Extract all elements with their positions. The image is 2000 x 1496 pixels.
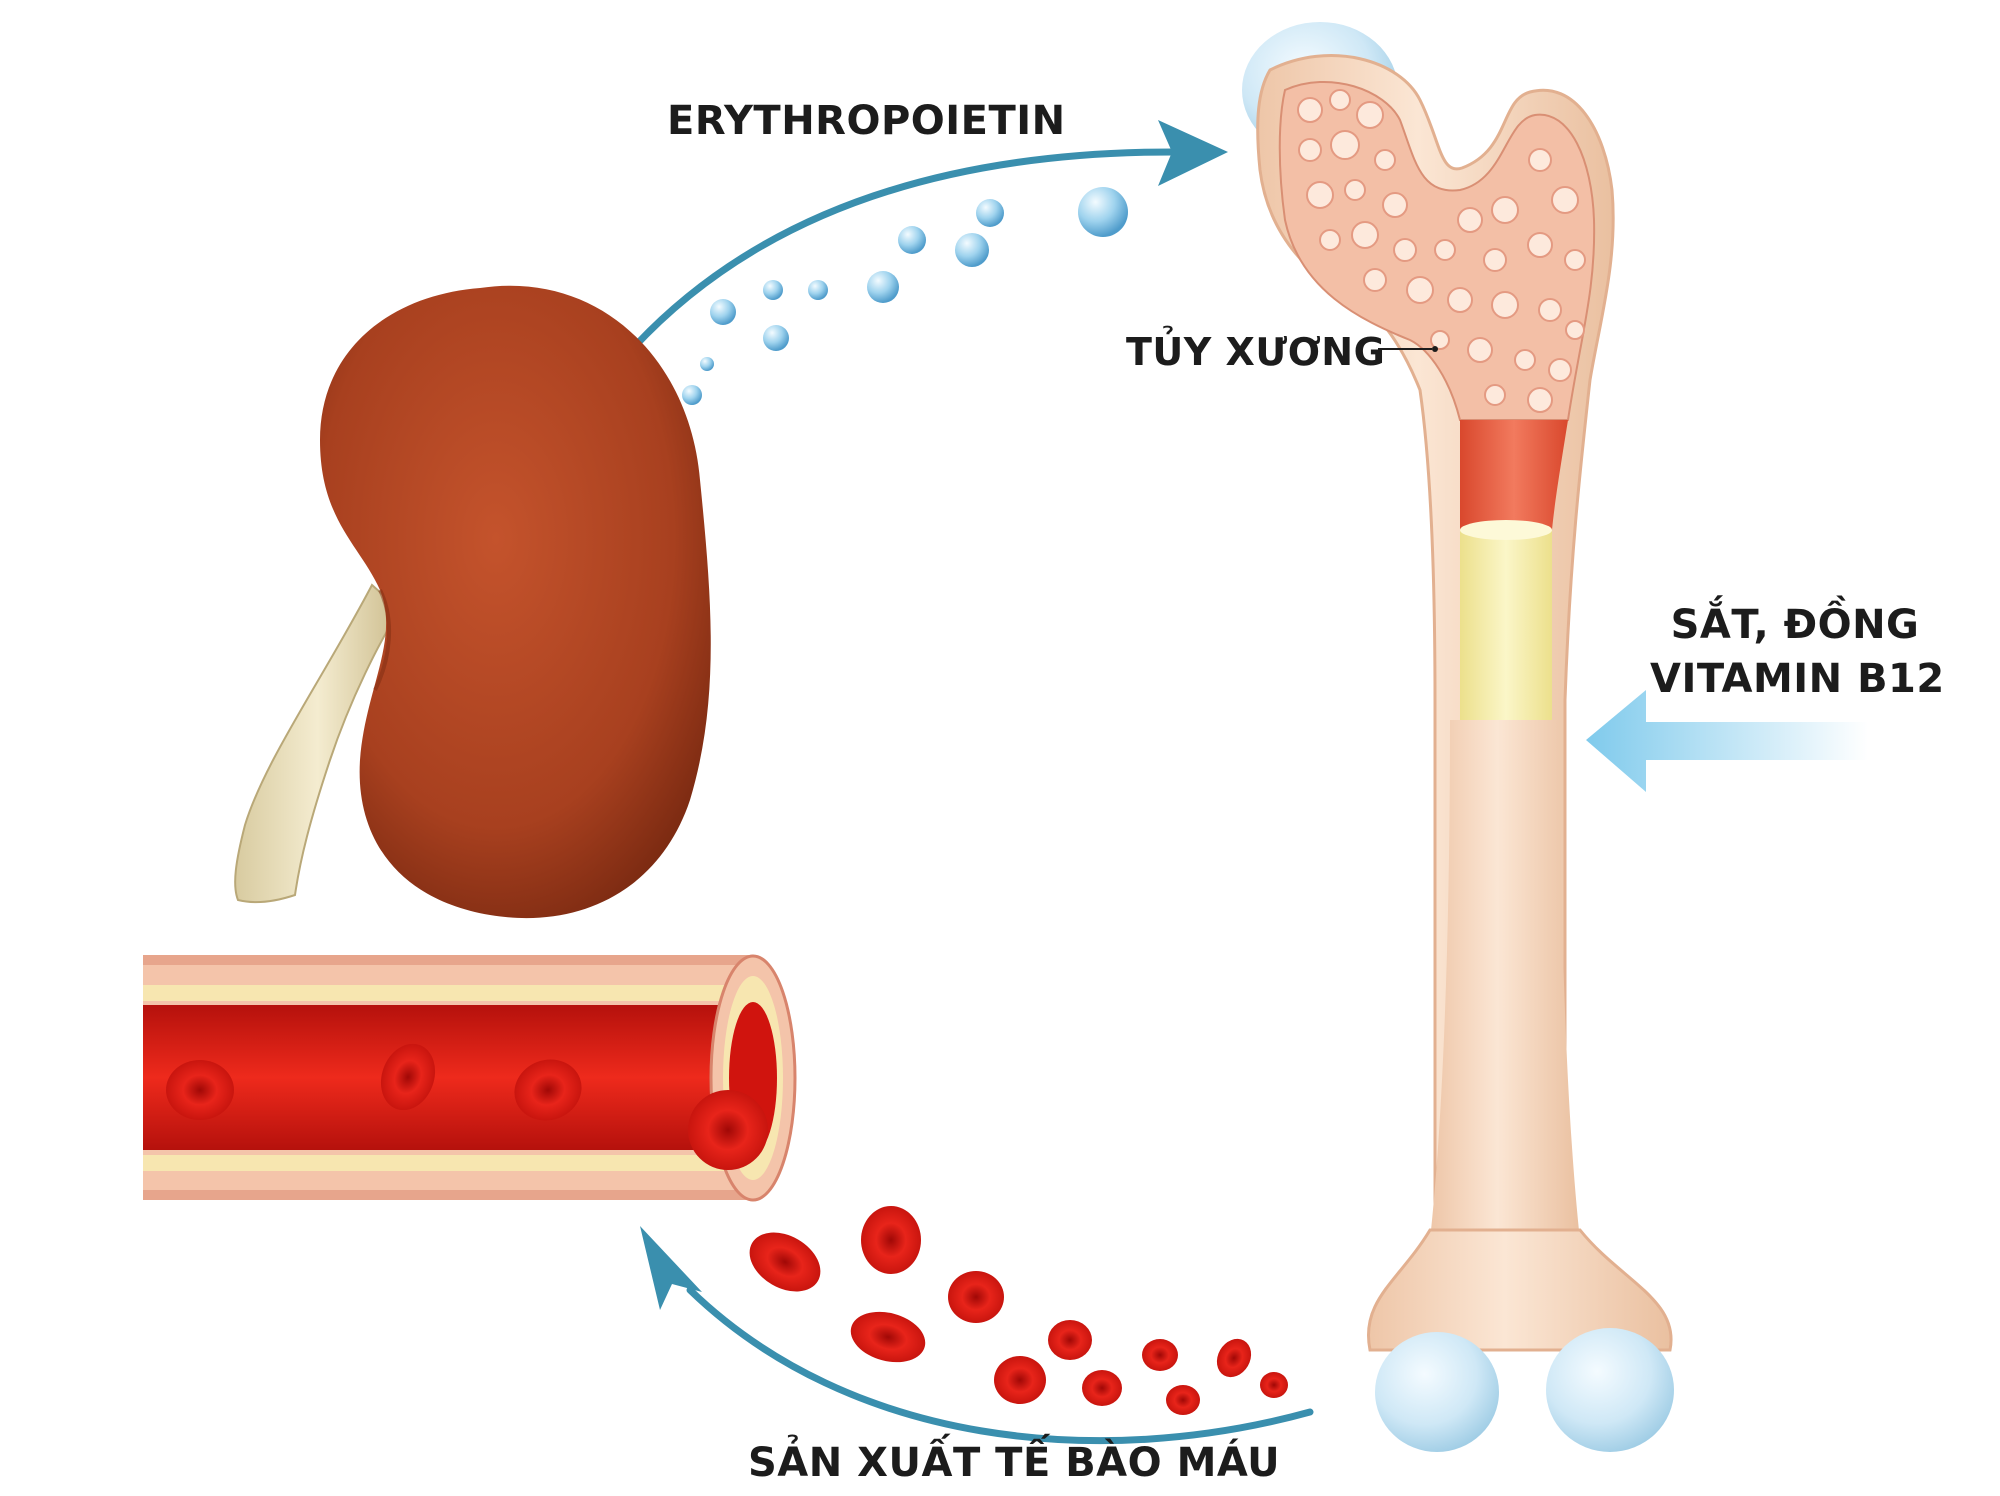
bone-marrow-pointer	[1378, 346, 1438, 352]
epo-arrow	[621, 120, 1228, 361]
nutrients-label-line1: SẮT, ĐỒNG	[1670, 602, 1920, 648]
nutrient-arrow	[1586, 690, 1868, 792]
kidney	[234, 285, 711, 919]
blood-cell-production-label: SẢN XUẤT TẾ BÀO MÁU	[748, 1440, 1281, 1486]
blood-vessel	[143, 954, 797, 1202]
erythropoietin-molecules	[682, 187, 1128, 405]
red-blood-cells	[749, 1206, 1288, 1415]
bone-marrow-label: TỦY XƯƠNG	[1126, 330, 1386, 374]
femur-bone	[1242, 22, 1674, 1452]
nutrients-label: SẮT, ĐỒNG VITAMIN B12	[1650, 598, 1945, 706]
nutrients-label-line2: VITAMIN B12	[1650, 656, 1945, 702]
production-arrow	[640, 1226, 1314, 1445]
erythropoietin-label: ERYTHROPOIETIN	[667, 98, 1066, 144]
